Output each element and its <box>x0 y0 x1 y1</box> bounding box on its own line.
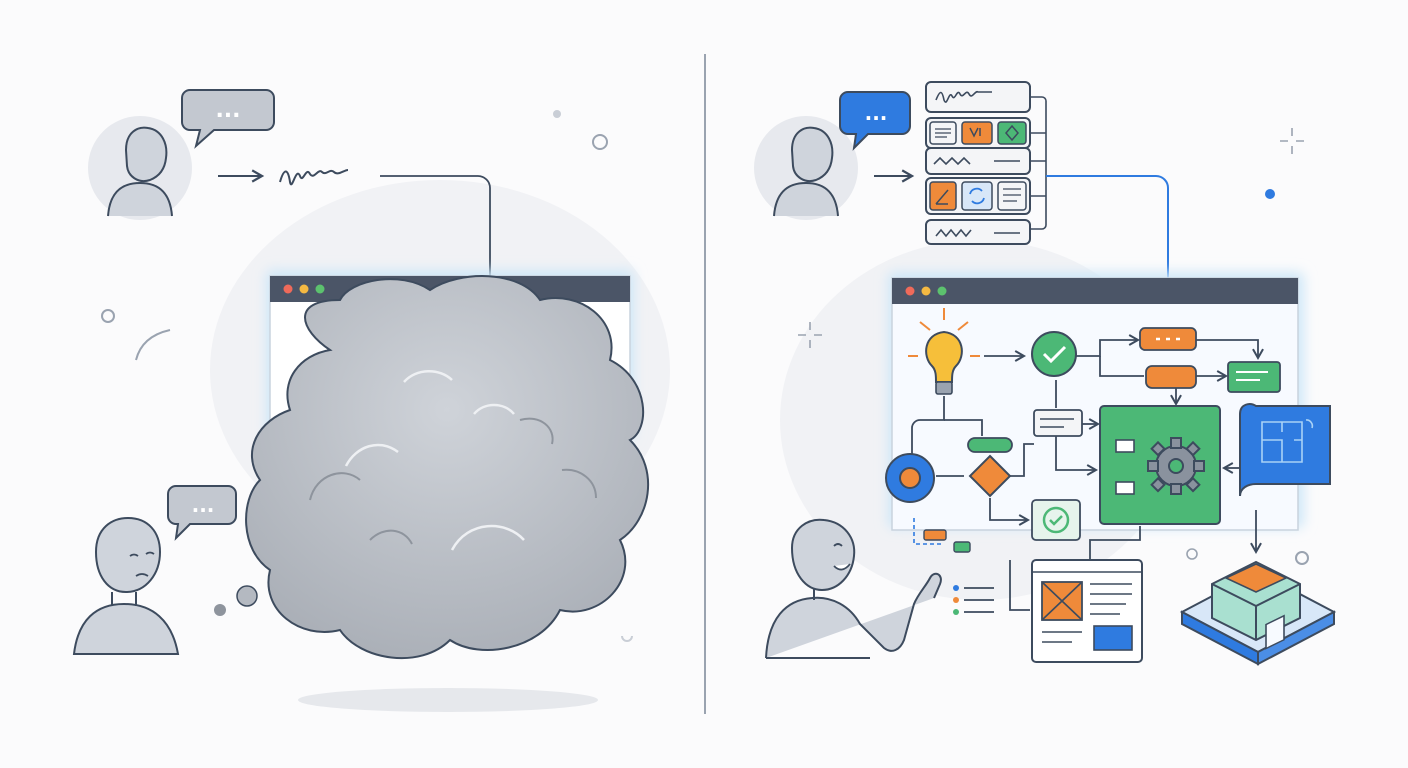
decor-arc <box>621 635 633 642</box>
speech-bubble-text: ... <box>215 98 240 123</box>
flow-node <box>967 437 1013 453</box>
left-panel: ... <box>72 89 670 712</box>
confused-person-icon <box>72 516 180 655</box>
cloud-icon <box>245 275 650 660</box>
speech-bubble-icon: ... <box>167 485 237 541</box>
decor-dot <box>1265 189 1275 199</box>
thought-dot <box>236 585 258 607</box>
window-minimize-dot <box>921 286 931 296</box>
speech-bubble-icon: ... <box>181 89 275 149</box>
mini-legend <box>913 518 994 615</box>
decision-diamond-icon <box>968 454 1012 498</box>
decor-ring <box>1186 548 1198 560</box>
decor-sparkle <box>1280 128 1304 154</box>
squiggle-line-icon <box>279 169 349 186</box>
window-maximize-dot <box>315 284 325 294</box>
connector-to-window <box>380 175 496 329</box>
window-close-dot <box>905 286 915 296</box>
checkmark-icon <box>1031 331 1077 377</box>
lightbulb-icon <box>908 308 980 395</box>
window-title-bar <box>892 278 1298 304</box>
cube-icon <box>1179 560 1337 666</box>
cloud-shadow <box>298 688 598 712</box>
blueprint-icon <box>1239 403 1331 497</box>
user-avatar-icon <box>754 116 858 220</box>
speech-bubble-text: ... <box>865 101 888 125</box>
user-avatar-icon <box>88 116 192 220</box>
window-maximize-dot <box>937 286 947 296</box>
document-icon <box>1031 559 1143 663</box>
decor-ring <box>592 134 608 150</box>
document-node-icon <box>1033 409 1083 437</box>
window-minimize-dot <box>299 284 309 294</box>
decor-dot <box>553 110 561 118</box>
gear-icon <box>1099 405 1221 525</box>
decor-sparkle <box>798 322 822 348</box>
decor-ring <box>101 309 115 323</box>
document-card-icon <box>1227 361 1281 393</box>
structured-list-icon <box>925 81 1175 309</box>
browser-window <box>891 277 1299 531</box>
flow-connectors <box>911 334 1264 611</box>
checkbox-icon <box>1031 499 1081 541</box>
thought-dot <box>214 604 226 616</box>
happy-person-icon <box>765 518 942 659</box>
window-close-dot <box>283 284 293 294</box>
right-panel: ... <box>754 81 1337 666</box>
decor-ring <box>1295 551 1309 565</box>
flow-node <box>1145 365 1197 389</box>
decor-arc <box>135 329 171 361</box>
speech-bubble-icon: ... <box>839 91 911 151</box>
target-node-icon <box>885 453 935 503</box>
question-bubble-text: ... <box>192 493 215 517</box>
